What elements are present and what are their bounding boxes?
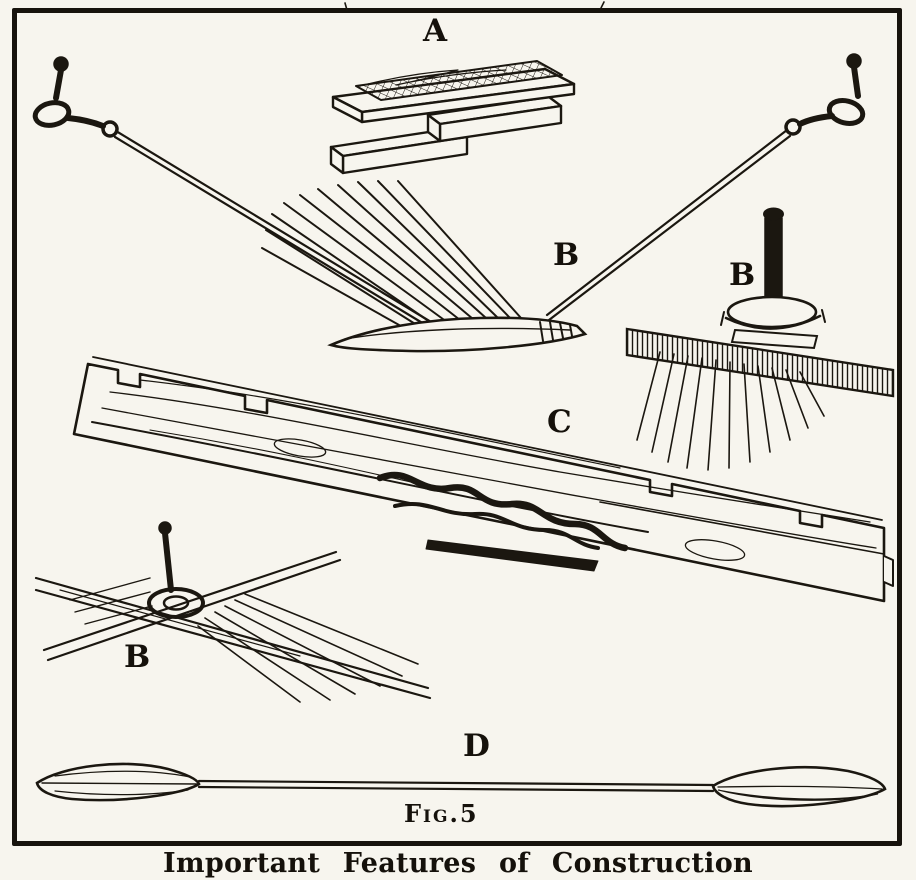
part-label-b-brace-rod: B [553,237,581,273]
part-label-b-thumbscrew: B [729,257,757,293]
right-guy-rod-fitting [545,53,866,322]
double-blade-paddle [35,762,887,808]
seat-block-detail-a [329,60,576,175]
part-label-c-plank: C [547,404,573,440]
figure-caption: Important Features of Construction [163,848,753,879]
bow-form-and-planking [261,180,588,353]
left-guy-rod-fitting [32,56,438,332]
part-label-b-fastener: B [124,639,152,675]
stringer-fastener-detail [34,521,432,703]
gunwale-thumbscrew-detail [625,207,895,471]
part-label-a: A [423,13,449,49]
part-label-d-paddle: D [463,728,491,764]
scan-speckles [344,1,605,11]
figure-number: Fig.5 [404,799,479,828]
keel-plank-scarf-joint-c [72,356,894,603]
